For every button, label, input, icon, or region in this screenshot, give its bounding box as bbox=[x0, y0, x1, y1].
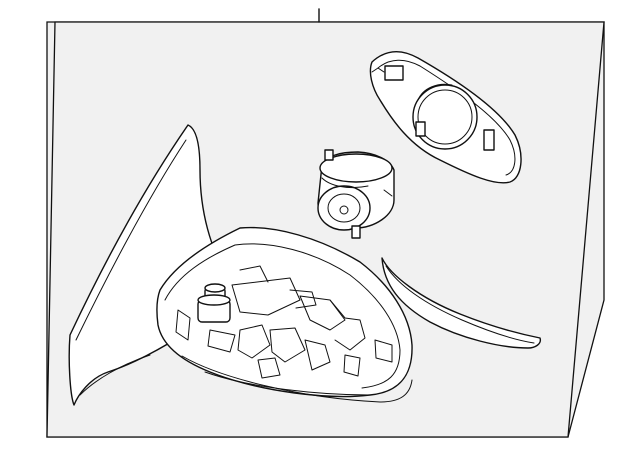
mirror-glass-frame bbox=[369, 51, 522, 184]
trim-cover-strip bbox=[381, 257, 542, 349]
mirror-assembly-housing bbox=[68, 124, 413, 406]
mirror-motor bbox=[317, 149, 395, 239]
